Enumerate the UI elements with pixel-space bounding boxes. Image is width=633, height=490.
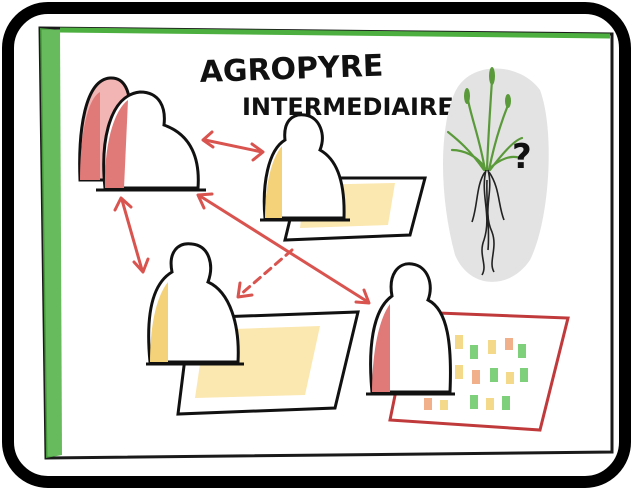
title-block: AGROPYRE INTERMEDIAIRE [199, 49, 454, 121]
arrows [113, 130, 371, 305]
farmer-with-field-icon [366, 262, 570, 432]
field-chart [424, 335, 528, 410]
farmers-group-icon [78, 76, 206, 192]
title-line-1: AGROPYRE [199, 49, 384, 90]
question-mark-label: ? [512, 137, 532, 177]
bidirectional-arrow-icon [196, 192, 371, 305]
dashed-arrow-icon [236, 248, 294, 299]
advisor-icon [260, 113, 427, 242]
intermediate-wheatgrass-plant-icon: ? [442, 67, 549, 282]
researcher-icon [146, 242, 360, 416]
bidirectional-arrow-icon [113, 196, 150, 274]
title-line-2: INTERMEDIAIRE [242, 93, 454, 121]
bidirectional-arrow-icon [201, 130, 265, 162]
